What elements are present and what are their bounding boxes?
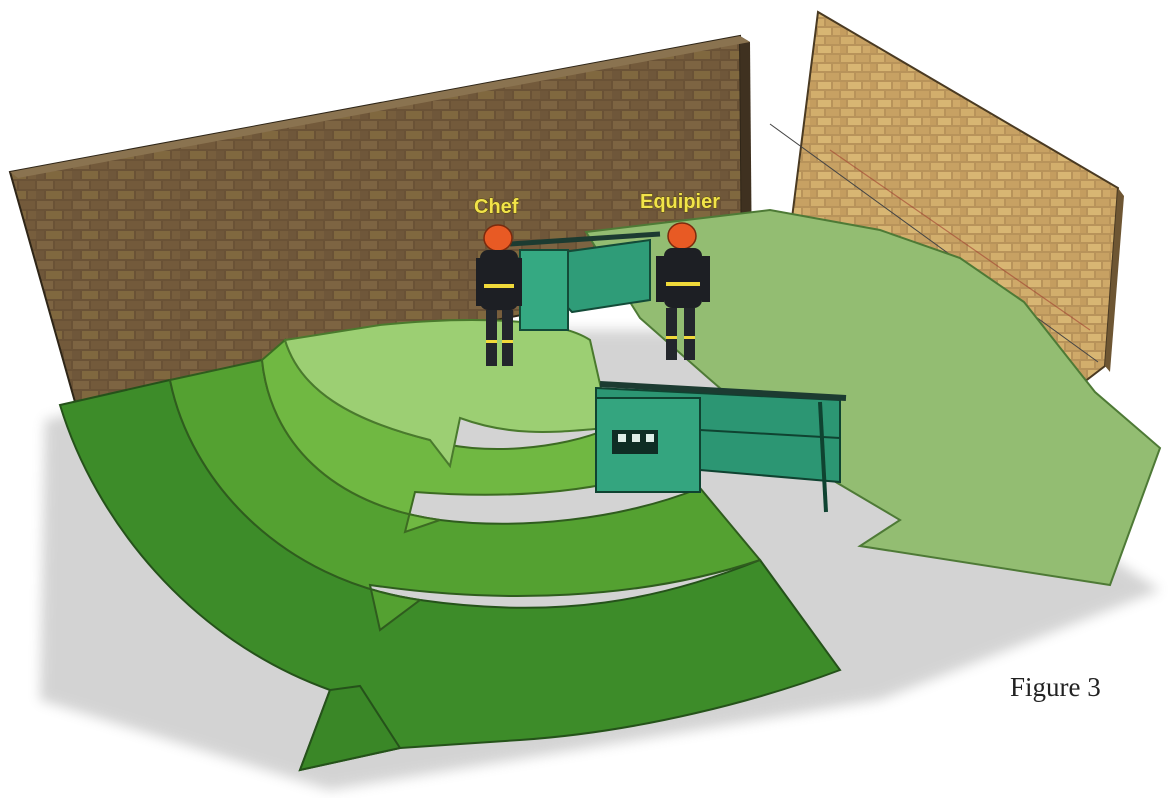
label-chef: Chef — [474, 196, 519, 218]
hose-machine-back — [509, 231, 661, 331]
right-brick-wall — [769, 10, 1124, 404]
firefighter-chef — [476, 224, 522, 366]
curved-arrow-inner — [283, 319, 612, 469]
firefighter-equipier — [656, 222, 710, 360]
label-equipier: Equipier — [640, 191, 720, 213]
hose-machine-front — [595, 381, 847, 513]
figure-caption: Figure 3 — [1010, 672, 1101, 702]
